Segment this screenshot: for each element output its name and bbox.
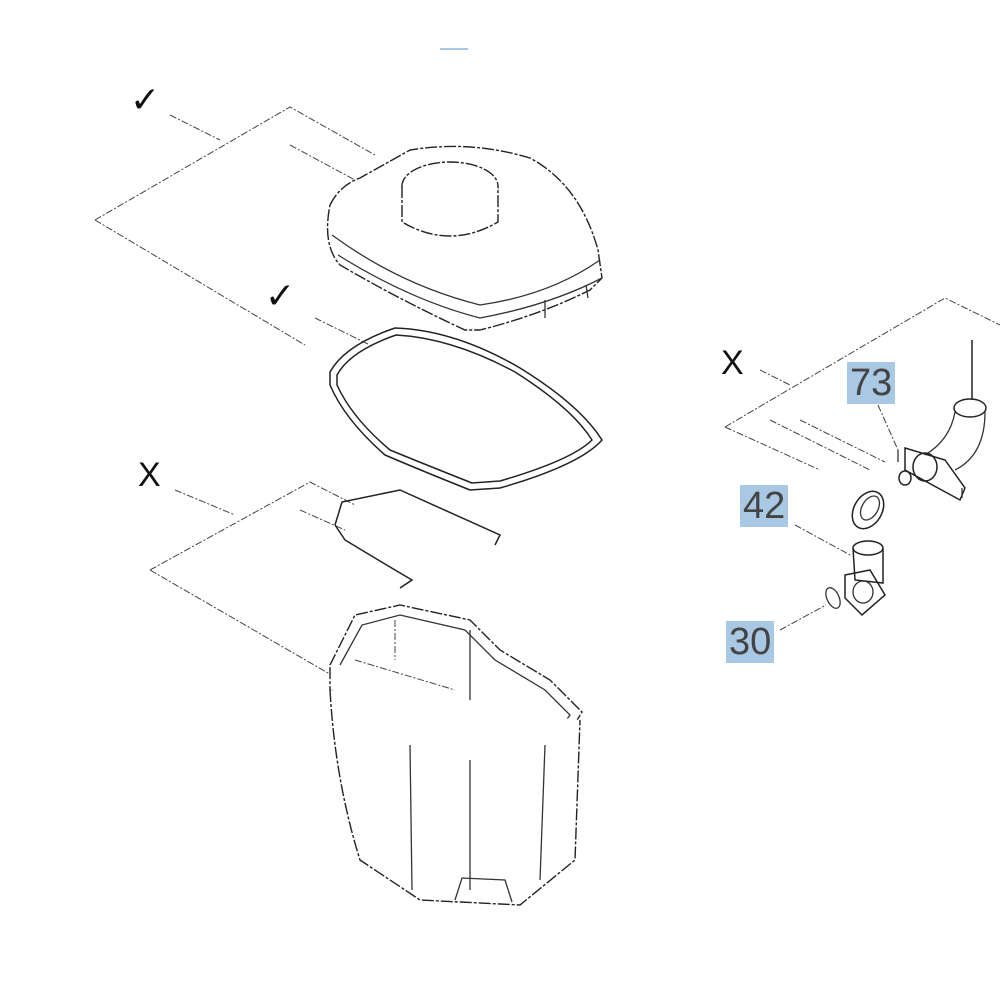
gasket-leader (314, 317, 371, 346)
part-number-42[interactable]: 42 (740, 485, 789, 527)
frame-leader (149, 481, 356, 681)
part-number-30[interactable]: 30 (726, 621, 775, 663)
frame-part (334, 489, 502, 589)
part-number-73[interactable]: 73 (847, 362, 896, 404)
frame-x-mark: X (138, 456, 161, 494)
hose-connector-part (825, 490, 886, 617)
bin-part (329, 604, 583, 906)
gasket-check-mark: ✓ (265, 275, 296, 316)
gasket-part (329, 327, 603, 491)
lid-part (326, 145, 603, 331)
lid-check-mark: ✓ (130, 79, 161, 120)
hose-elbow-part (897, 398, 987, 502)
hose-leader-plane (724, 297, 1000, 631)
lid-leader (94, 106, 376, 346)
hose-x-mark: X (721, 344, 744, 382)
